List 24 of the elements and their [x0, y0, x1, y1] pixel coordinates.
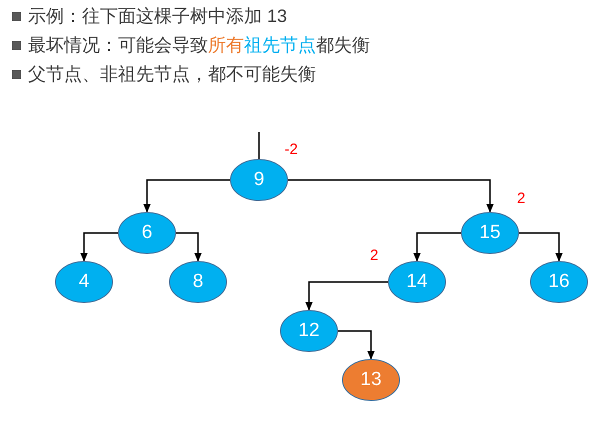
balance-factor: -2 [284, 140, 298, 158]
arrow [288, 179, 494, 212]
tree-node: 13 [342, 359, 400, 401]
arrow [80, 232, 118, 262]
arrow [338, 330, 375, 360]
tree-node: 14 [388, 261, 446, 303]
tree-node: 6 [118, 212, 176, 254]
arrow [413, 232, 461, 262]
arrow [305, 281, 388, 310]
tree-node: 4 [55, 261, 113, 303]
tree-node: 16 [530, 261, 588, 303]
arrow [519, 232, 563, 262]
tree-node: 8 [169, 261, 227, 303]
balance-factor: 2 [370, 246, 378, 264]
arrow [143, 179, 230, 212]
bullet-text: 示例：往下面这棵子树中添加 13 [28, 5, 288, 28]
tree-node: 9 [230, 159, 288, 201]
arrow [176, 232, 202, 262]
tree-node: 15 [461, 212, 519, 254]
tree-node: 12 [280, 310, 338, 352]
balance-factor: 2 [517, 190, 526, 206]
bullet-text: 最坏情况：可能会导致所有祖先节点都失衡 [28, 34, 370, 57]
connector-line [258, 132, 260, 159]
bullet-text: 父节点、非祖先节点，都不可能失衡 [28, 63, 316, 86]
